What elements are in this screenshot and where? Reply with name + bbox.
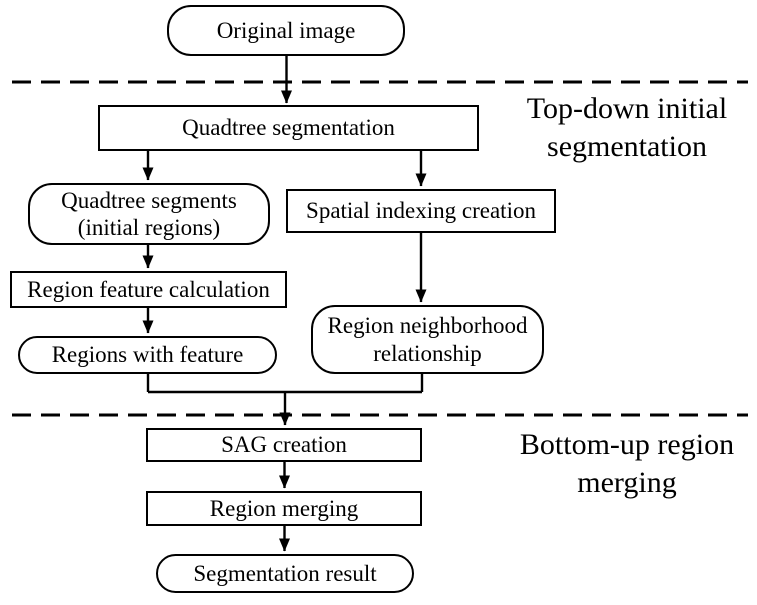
section-label-bottom-up: Bottom-up region merging: [496, 426, 757, 502]
node-label: Regions with feature: [51, 342, 244, 368]
node-sag-creation: SAG creation: [146, 428, 422, 462]
node-label: Region merging: [209, 495, 359, 521]
section-label-top-down: Top-down initial segmentation: [496, 90, 757, 166]
node-label: SAG creation: [221, 432, 347, 458]
node-label-line1: Quadtree segments: [61, 187, 237, 213]
node-quadtree-segments: Quadtree segments (initial regions): [28, 183, 270, 245]
node-label: Segmentation result: [193, 560, 377, 586]
node-label: Original image: [216, 17, 356, 43]
node-region-neighborhood-relationship: Region neighborhood relationship: [311, 305, 544, 374]
node-region-feature-calculation: Region feature calculation: [10, 271, 287, 308]
section-label-line1: Bottom-up region: [519, 428, 735, 461]
node-label: Region feature calculation: [27, 276, 270, 302]
node-label: Spatial indexing creation: [306, 198, 536, 224]
merge-connector-lines: [146, 374, 424, 394]
node-segmentation-result: Segmentation result: [156, 554, 414, 593]
section-label-line2: segmentation: [547, 130, 707, 163]
node-label-line1: Region neighborhood: [327, 313, 528, 339]
node-region-merging: Region merging: [146, 491, 422, 526]
node-label: Quadtree segmentation: [182, 115, 395, 141]
node-quadtree-segmentation: Quadtree segmentation: [98, 105, 479, 151]
section-label-line1: Top-down initial: [526, 92, 728, 125]
section-label-line2: merging: [577, 466, 677, 499]
node-spatial-indexing-creation: Spatial indexing creation: [286, 189, 556, 233]
node-label-line2: relationship: [373, 340, 482, 366]
node-regions-with-feature: Regions with feature: [18, 336, 277, 374]
node-label-line2: (initial regions): [77, 215, 221, 240]
node-original-image: Original image: [167, 5, 405, 56]
